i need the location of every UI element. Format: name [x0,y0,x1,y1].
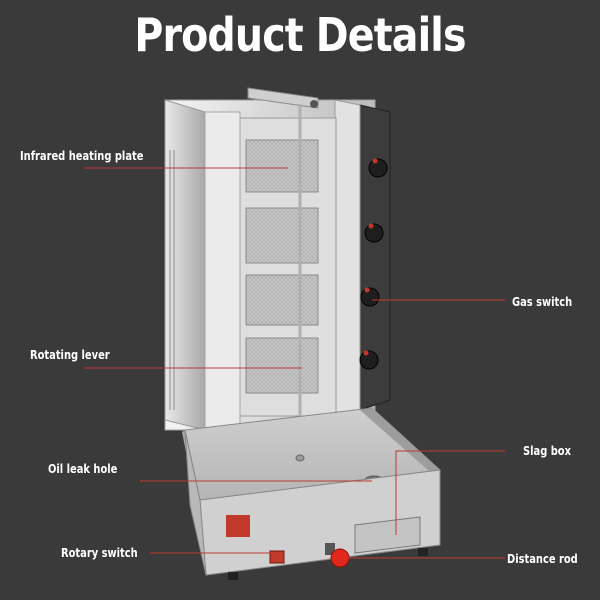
top-holder-bar [247,87,319,109]
rotary-switch-button [269,550,285,564]
rod-socket [295,454,305,462]
label-distance-rod: Distance rod [507,551,578,566]
infrared-plate-2 [245,207,319,264]
label-gas-switch: Gas switch [512,294,573,309]
page-title: Product Details [134,8,466,62]
infrared-plate-3 [245,274,319,326]
gas-knob-2 [364,223,384,243]
slag-box-drawer [354,516,421,554]
label-oil-leak-hole: Oil leak hole [48,461,118,476]
infrared-plates [245,139,319,394]
gas-knobs [359,158,388,370]
base-left-side [184,429,207,576]
infrared-plate-4 [245,337,319,394]
leader-lines [84,167,505,559]
leader-slag-box [395,450,505,535]
side-vents [169,150,175,410]
label-infrared-heating-plate: Infrared heating plate [20,148,144,163]
foot-left [228,572,238,580]
label-rotary-switch: Rotary switch [61,545,138,560]
gas-knob-1 [368,158,388,178]
foot-right [418,548,428,556]
right-front-pillar [334,99,361,421]
distance-rod-stem [325,543,335,555]
infrared-plate-1 [245,139,319,193]
label-rotating-lever: Rotating lever [30,347,110,362]
left-side-wall [164,99,206,431]
distance-rod-knob [330,548,350,568]
tray-right-rim [360,408,440,472]
gas-knob-4 [359,350,379,370]
left-front-pillar [204,111,241,431]
label-slag-box: Slag box [523,443,571,458]
top-holder-knob [310,100,318,108]
brand-logo-badge [226,515,250,537]
gas-knob-3 [360,287,380,307]
